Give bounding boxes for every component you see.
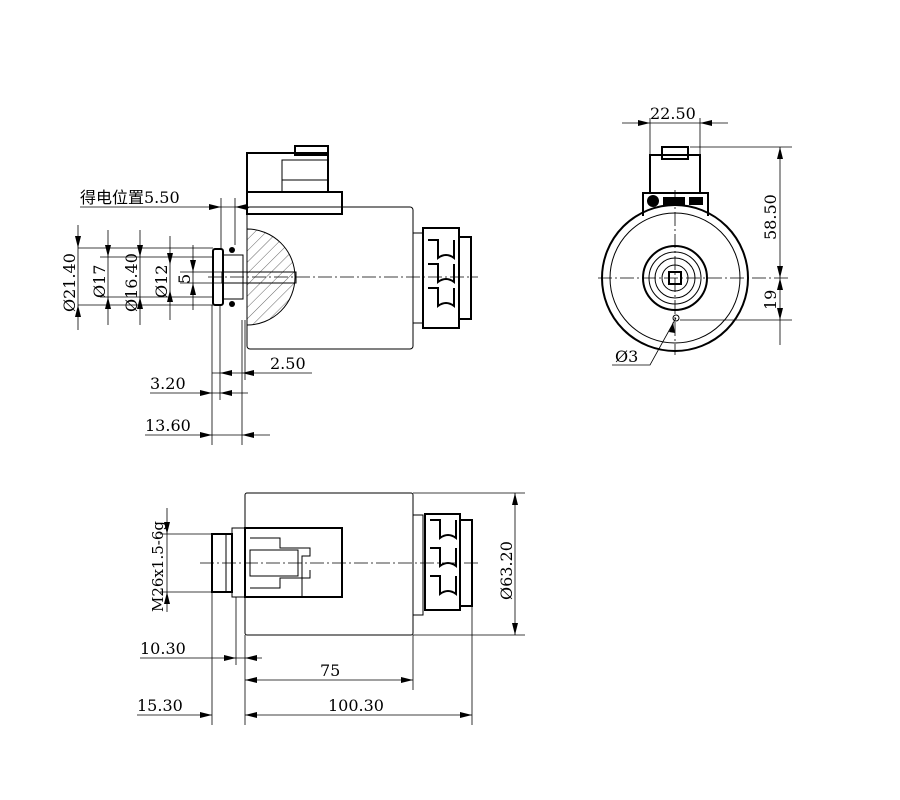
dimension-arrowheads — [75, 120, 783, 718]
connector-tab — [294, 145, 329, 156]
dim-dia-63-20: Ø63.20 — [497, 541, 516, 600]
diameter-dimensions: Ø21.40 Ø17 Ø16.40 Ø12 5 — [60, 225, 222, 330]
dim-22-50: 22.50 — [650, 104, 696, 123]
locating-hole — [672, 314, 680, 322]
thread-label: M26x1.5-6g — [149, 521, 167, 612]
energized-position-label: 得电位置5.50 — [80, 188, 180, 207]
side-section-view: Ø21.40 Ø17 Ø16.40 Ø12 5 得电位置5.50 2.50 3.… — [60, 145, 478, 445]
dim-58-50: 58.50 — [761, 194, 780, 240]
dim-dia-3: Ø3 — [615, 347, 638, 366]
dim-5: 5 — [175, 274, 194, 284]
end-view: 22.50 58.50 19 Ø3 — [598, 104, 792, 366]
dim-dia-21-40: Ø21.40 — [60, 253, 79, 312]
dim-100-30: 100.30 — [328, 696, 384, 715]
connector-tab-end — [661, 146, 689, 160]
bottom-view: Ø63.20 M26x1.5-6g 10.30 75 15.30 100.30 — [137, 492, 525, 725]
connector-plug — [246, 152, 329, 193]
dim-15-30: 15.30 — [137, 696, 183, 715]
coil-nut-bottom — [424, 513, 461, 611]
dim-dia-16-40: Ø16.40 — [122, 253, 141, 312]
dim-2-50: 2.50 — [270, 354, 306, 373]
connector-base — [246, 191, 343, 215]
coil-body-bottom — [244, 492, 414, 636]
dim-13-60: 13.60 — [145, 416, 191, 435]
dim-75: 75 — [320, 661, 340, 680]
dim-3-20: 3.20 — [150, 374, 186, 393]
dim-19: 19 — [761, 290, 780, 310]
dim-dia-17: Ø17 — [90, 265, 109, 298]
connector-plug-end — [649, 154, 701, 194]
connector-plate — [642, 192, 709, 216]
dim-10-30: 10.30 — [140, 639, 186, 658]
dim-dia-12: Ø12 — [152, 265, 171, 298]
